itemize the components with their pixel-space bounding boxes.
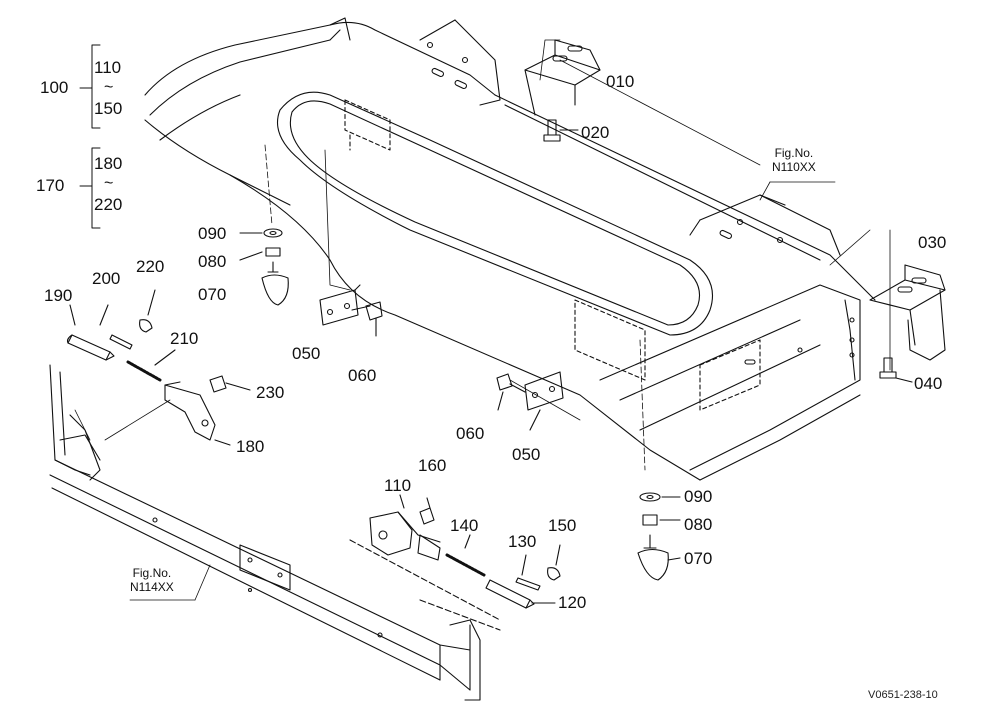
- fig-ref-n110-line1: Fig.No.: [774, 146, 814, 160]
- bolt-020: [543, 119, 579, 142]
- part-label: 110: [384, 476, 412, 495]
- group-100-label: 100: [40, 78, 69, 97]
- group-100-from: 110: [94, 58, 122, 77]
- fig-ref-n114: Fig.No. N114XX: [130, 566, 174, 595]
- bracket-010: [524, 39, 601, 116]
- fig-ref-n114-line2: N114XX: [130, 580, 174, 595]
- fig-ref-n110: Fig.No. N110XX: [772, 146, 816, 175]
- lower-frame: [49, 364, 501, 701]
- part-label: 140: [450, 516, 479, 535]
- plate-050-right: [496, 371, 564, 431]
- group-170-tilde: ~: [104, 175, 114, 192]
- stack-left: [239, 228, 289, 306]
- part-label: 070: [198, 285, 227, 304]
- group-100-to: 150: [94, 99, 123, 118]
- part-label: 010: [606, 72, 635, 91]
- latch-left: [66, 289, 251, 446]
- part-label: 180: [236, 437, 265, 456]
- group-170-from: 180: [94, 154, 123, 173]
- stack-right: [637, 492, 681, 581]
- part-label: 080: [198, 252, 227, 271]
- part-label: 160: [418, 456, 447, 475]
- part-label: 130: [508, 532, 537, 551]
- leader-lines: [74, 39, 891, 471]
- group-100-tilde: ~: [104, 79, 114, 96]
- part-label: 220: [136, 257, 165, 276]
- part-label: 190: [44, 286, 73, 305]
- fig-ref-n114-line1: Fig.No.: [132, 566, 172, 580]
- plate-050-left: [319, 284, 383, 337]
- part-label: 150: [548, 516, 577, 535]
- fig-ref-lines: [129, 181, 836, 601]
- part-label: 080: [684, 515, 713, 534]
- part-label: 020: [581, 123, 610, 142]
- part-label: 070: [684, 549, 713, 568]
- fig-ref-n110-line2: N110XX: [772, 160, 816, 175]
- group-170-to: 220: [94, 195, 123, 214]
- part-label: 060: [348, 366, 377, 385]
- part-label: 050: [512, 445, 541, 464]
- part-label: 040: [914, 374, 943, 393]
- part-label: 120: [558, 593, 587, 612]
- group-brackets: [79, 44, 101, 229]
- bracket-030: [869, 264, 946, 361]
- part-label: 210: [170, 329, 199, 348]
- part-label: 200: [92, 269, 121, 288]
- group-170-label: 170: [36, 176, 65, 195]
- part-label: 060: [456, 424, 485, 443]
- part-label: 090: [198, 224, 227, 243]
- drawing-code: V0651-238-10: [868, 689, 938, 701]
- bolt-040: [879, 357, 913, 383]
- part-label: 090: [684, 487, 713, 506]
- latch-right: [369, 494, 561, 609]
- upper-frame: [144, 17, 876, 481]
- part-label: 230: [256, 383, 285, 402]
- part-label: 050: [292, 344, 321, 363]
- part-label: 030: [918, 233, 947, 252]
